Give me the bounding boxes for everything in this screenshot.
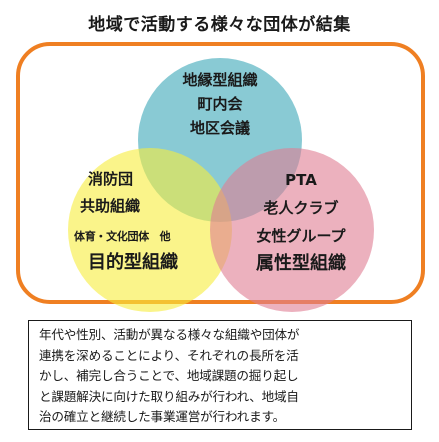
diagram-title: 地域で活動する様々な団体が結集 xyxy=(88,15,351,35)
neighborhood-assoc-label: 町内会 xyxy=(197,95,243,113)
description-line: 年代や性別、活動が異なる様々な組織や団体が xyxy=(39,327,300,342)
fire-brigade-label: 消防団 xyxy=(88,170,134,188)
district-council-label: 地区会議 xyxy=(189,119,250,137)
senior-club-label: 老人クラブ xyxy=(263,199,339,217)
mutual-aid-label: 共助組織 xyxy=(80,197,141,215)
women-group-label: 女性グループ xyxy=(256,227,346,245)
description-line: 治の確立と継続した事業運営が行われます。 xyxy=(39,409,285,424)
circle-attribute xyxy=(210,148,374,312)
description-box: 年代や性別、活動が異なる様々な組織や団体が 連携を深めることにより、それぞれの長… xyxy=(28,320,412,430)
description-line: 連携を深めることにより、それぞれの長所を活 xyxy=(39,347,299,363)
sports-culture-label: 体育・文化団体 他 xyxy=(74,230,171,243)
territorial-org-label: 地縁型組織 xyxy=(182,71,258,89)
attribute-org-label: 属性型組織 xyxy=(256,253,346,274)
description-line: と課題解決に向けた取り組みが行われ、地域自 xyxy=(39,388,299,404)
purpose-org-label: 目的型組織 xyxy=(88,252,178,273)
circle-purpose xyxy=(68,148,232,312)
description-line: かし、補完し合うことで、地域課題の掘り起し xyxy=(39,368,299,383)
pta-label: PTA xyxy=(285,171,317,189)
